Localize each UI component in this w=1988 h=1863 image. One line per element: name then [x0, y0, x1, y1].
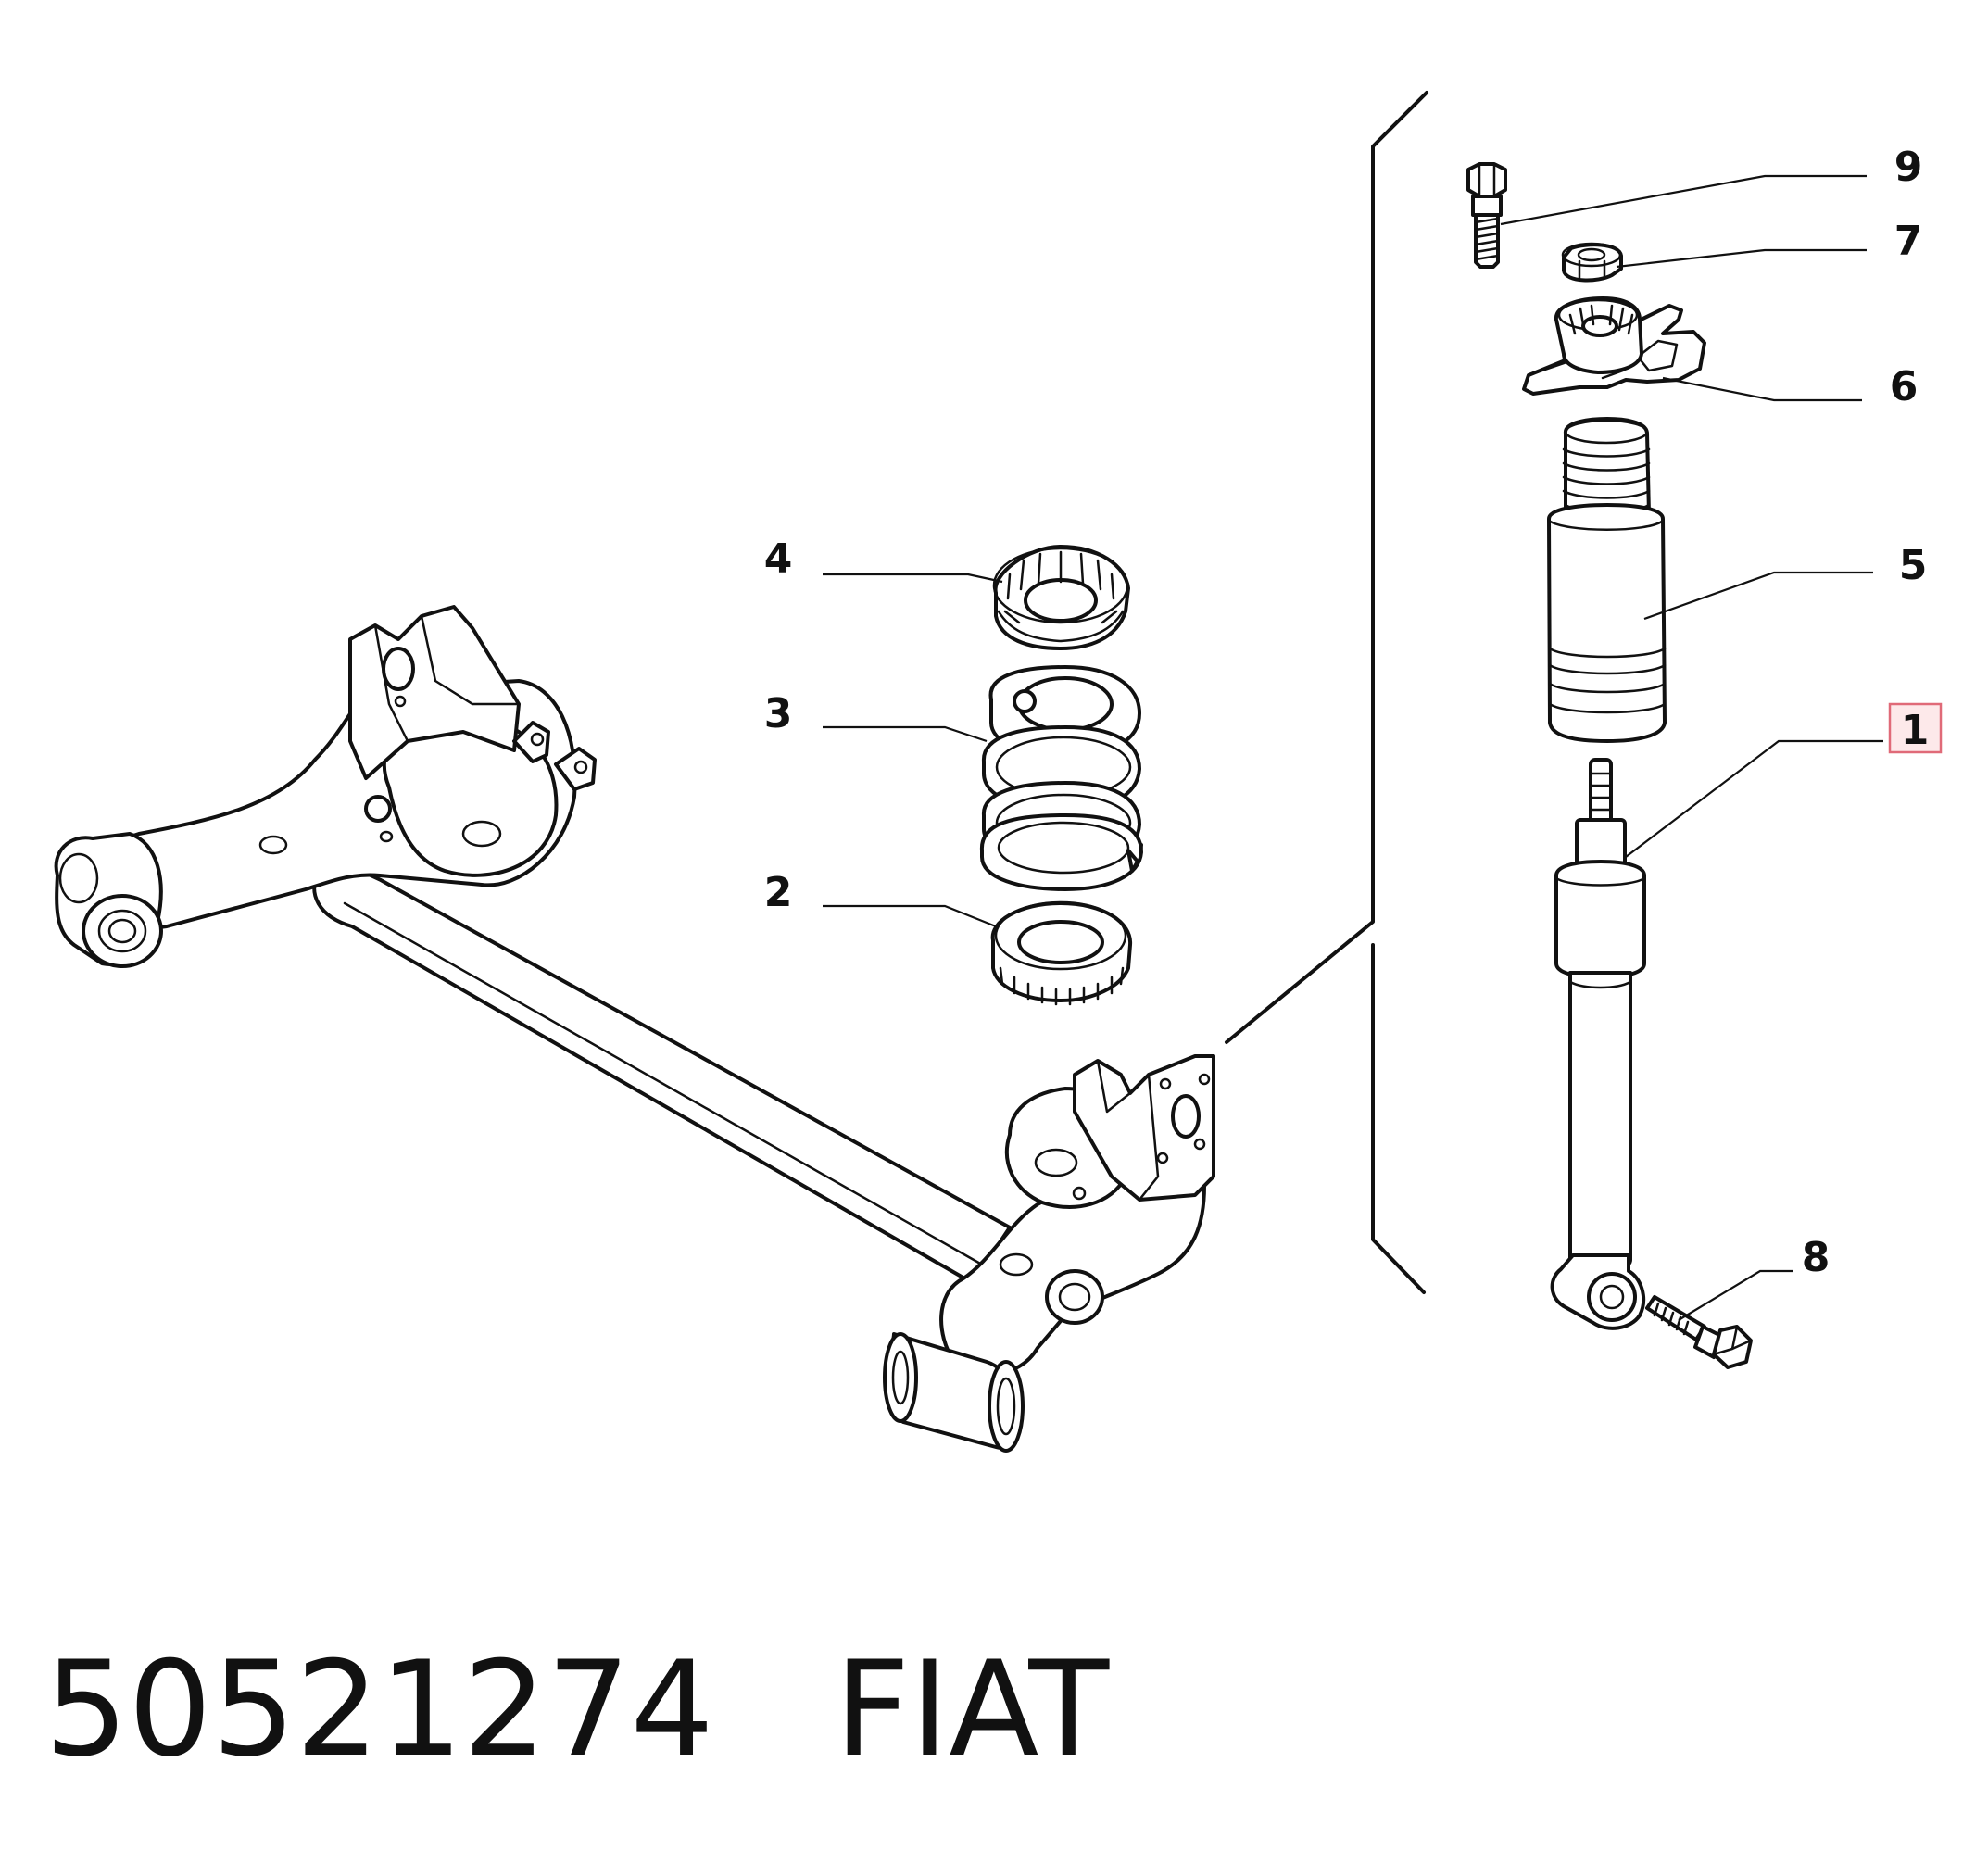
leader-lines: [823, 174, 1883, 1321]
lower-spring-seat: [990, 900, 1133, 1006]
part-number: 50521274: [44, 1632, 714, 1786]
callout-3: 3: [764, 690, 793, 737]
callout-7: 7: [1894, 218, 1923, 265]
coil-spring: [979, 665, 1143, 891]
callout-2: 2: [764, 869, 793, 916]
rear-axle-beam: [54, 605, 1215, 1453]
callout-6: 6: [1890, 363, 1919, 410]
callout-4: 4: [764, 535, 793, 583]
bolt-8: [1645, 1295, 1753, 1369]
callout-1: 1: [1901, 707, 1930, 754]
shock-absorber-1: [1550, 758, 1646, 1330]
callout-9: 9: [1894, 144, 1923, 191]
callout-5: 5: [1899, 542, 1928, 589]
nut-7: [1561, 242, 1623, 283]
dust-boot-5: [1547, 417, 1667, 743]
upper-spring-seat: [992, 545, 1130, 650]
group-bracket: [1225, 91, 1428, 1294]
brand-name: FIAT: [834, 1632, 1110, 1786]
callout-8: 8: [1802, 1234, 1831, 1281]
bolt-9: [1466, 162, 1507, 269]
callout-1-highlight: [1888, 702, 1943, 754]
part-caption: 50521274 FIAT: [44, 1632, 1110, 1786]
upper-mount-6: [1522, 296, 1706, 396]
